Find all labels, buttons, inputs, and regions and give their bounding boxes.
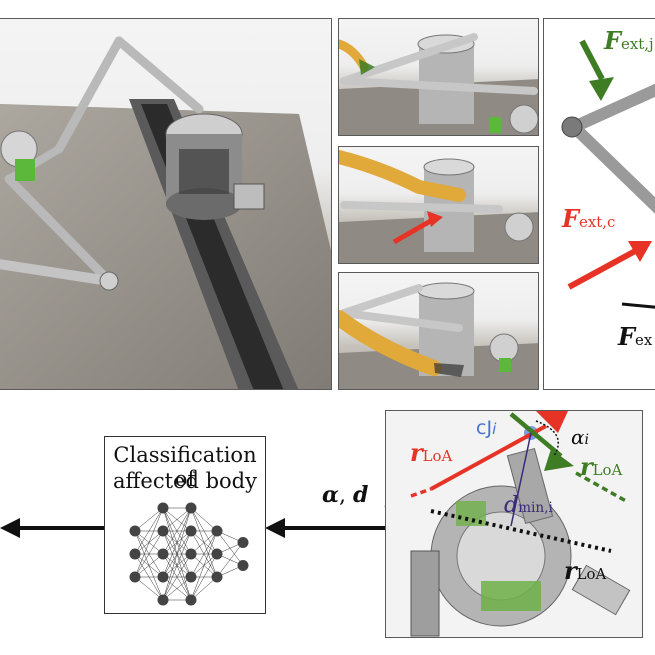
nn-node: [157, 571, 169, 583]
nn-edge: [190, 530, 218, 555]
d-min-label: dmin,i: [504, 495, 553, 517]
nn-node: [129, 571, 141, 583]
r-loa-red-label: rLoA: [410, 441, 452, 465]
nn-node: [157, 548, 169, 560]
alpha-i-label: αi: [571, 427, 589, 447]
r-loa-black-label: rLoA: [564, 559, 606, 583]
interaction-photo-3-illustration: [339, 282, 538, 389]
classifier-title-line2: affected body: [112, 469, 257, 493]
r-loa-black-subscript: LoA: [576, 565, 607, 583]
alpha-i-index: i: [584, 432, 589, 448]
nn-node: [185, 548, 197, 560]
force-label-green: Fext,j: [604, 29, 654, 53]
nn-node: [157, 502, 169, 514]
r-loa-red-symbol: r: [410, 438, 423, 467]
robot-overview-photo: [0, 18, 332, 390]
r-loa-green-symbol: r: [580, 452, 593, 481]
nn-node: [185, 525, 197, 537]
force-label-green-subscript: ext,j: [621, 35, 654, 53]
nn-node: [185, 594, 197, 606]
r-loa-red-subscript: LoA: [422, 447, 453, 465]
force-diagram-illustration: [561, 39, 655, 309]
force-label-black-subscript: ex: [635, 331, 653, 349]
nn-edge: [162, 530, 192, 601]
r-loa-green-label: rLoA: [580, 455, 622, 479]
nn-edge: [134, 576, 164, 601]
nn-edge: [190, 530, 218, 578]
nn-node: [211, 525, 223, 537]
nn-node: [211, 571, 223, 583]
input-arrowhead: [265, 518, 285, 538]
force-label-black: Fex: [618, 325, 652, 349]
nn-node: [185, 502, 197, 514]
contact-detail-panel: rLoA cJi αi rLoA dmin,i rLoA: [385, 410, 643, 638]
neural-network-icon: [129, 502, 249, 606]
interaction-photo-2: [338, 146, 539, 264]
robot-overview-illustration: [0, 36, 331, 389]
feature-vector-label: α, d: [322, 484, 368, 507]
interaction-photo-2-illustration: [339, 150, 538, 263]
contact-detail-illustration: [410, 411, 631, 637]
distance-symbol: d: [352, 482, 369, 508]
nn-edge: [190, 576, 218, 601]
nn-edge: [162, 507, 192, 555]
nn-edge: [162, 507, 192, 601]
cji-label: cJi: [476, 419, 496, 438]
nn-edge: [134, 530, 164, 578]
nn-node: [237, 560, 249, 571]
nn-edge: [162, 507, 192, 578]
nn-node: [211, 548, 223, 560]
force-label-green-symbol: F: [604, 26, 622, 55]
r-loa-black-symbol: r: [564, 556, 577, 585]
cji-index: i: [492, 420, 497, 438]
nn-edge: [162, 576, 192, 601]
nn-edge: [190, 507, 218, 532]
d-min-symbol: d: [504, 493, 519, 518]
interaction-photo-1: [338, 18, 539, 136]
nn-node: [237, 537, 249, 548]
alpha-symbol: α: [322, 482, 339, 508]
interaction-photo-1-illustration: [339, 33, 538, 135]
force-label-red: Fext,c: [562, 207, 615, 231]
force-label-red-symbol: F: [562, 204, 580, 233]
nn-edge: [216, 542, 244, 578]
force-diagram-panel: Fext,j Fext,c Fex: [543, 18, 655, 390]
nn-edge: [162, 553, 192, 601]
cji-text: cJ: [476, 417, 493, 439]
classifier-box: Classification of affected body: [104, 436, 266, 614]
interaction-photo-3: [338, 272, 539, 390]
nn-edge: [190, 530, 218, 601]
nn-node: [185, 571, 197, 583]
nn-edge: [134, 553, 164, 578]
nn-edge: [134, 507, 164, 532]
classifier-title-line1: Classification of: [113, 443, 257, 491]
nn-edge: [134, 507, 164, 555]
d-min-subscript: min,i: [518, 500, 553, 516]
r-loa-green-subscript: LoA: [592, 461, 623, 479]
nn-node: [129, 525, 141, 537]
feature-separator: ,: [338, 483, 353, 508]
nn-edge: [162, 507, 192, 532]
nn-node: [157, 594, 169, 606]
force-label-red-subscript: ext,c: [579, 213, 616, 231]
force-label-black-symbol: F: [618, 322, 636, 351]
nn-node: [157, 525, 169, 537]
nn-node: [129, 548, 141, 560]
alpha-i-symbol: α: [571, 425, 585, 449]
nn-edge: [134, 507, 164, 578]
output-arrowhead: [0, 518, 20, 538]
nn-edge: [190, 553, 218, 601]
